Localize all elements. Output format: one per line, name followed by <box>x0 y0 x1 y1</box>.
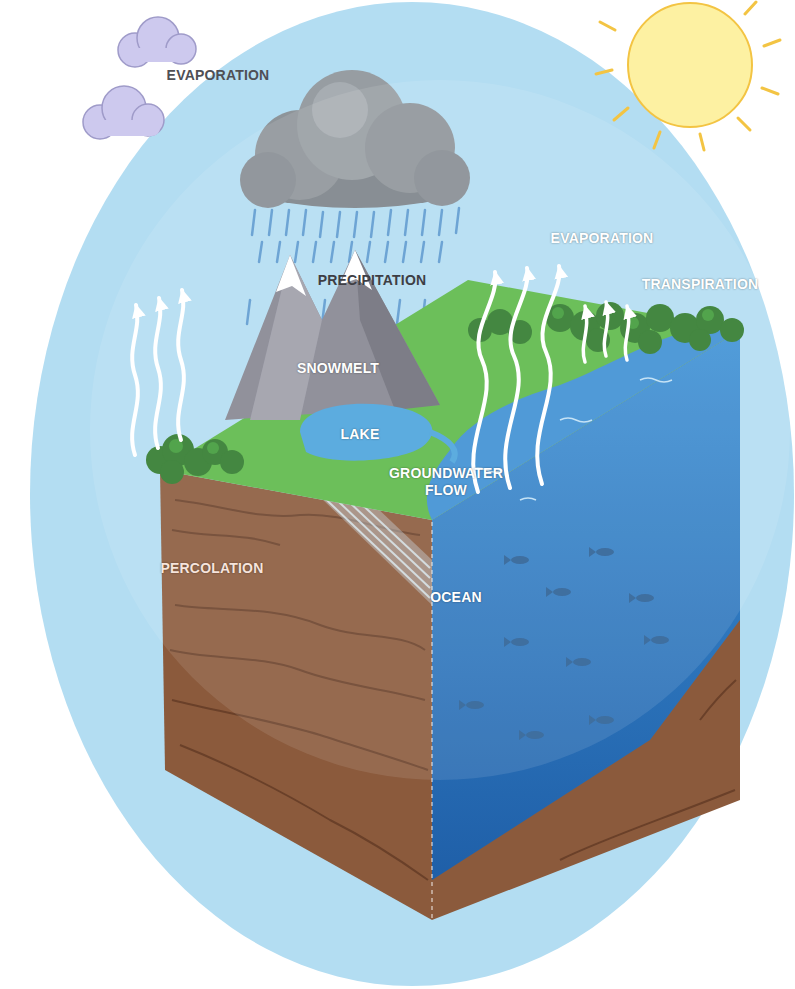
sky-ellipse <box>30 2 794 986</box>
process-label: PRECIPITATION <box>318 272 427 289</box>
process-label: EVAPORATION <box>167 67 270 84</box>
process-label: TRANSPIRATION <box>642 276 759 293</box>
feature-label: OCEAN <box>430 589 482 606</box>
overlay-circle <box>90 80 790 780</box>
feature-label: LAKE <box>341 426 380 443</box>
process-label: EVAPORATION <box>551 230 654 247</box>
process-label: PERCOLATION <box>160 560 263 577</box>
small-cloud <box>118 17 196 67</box>
feature-label: SNOWMELT <box>297 360 379 377</box>
process-label: GROUNDWATER FLOW <box>380 465 512 499</box>
small-cloud <box>83 86 164 139</box>
sun <box>596 0 780 150</box>
